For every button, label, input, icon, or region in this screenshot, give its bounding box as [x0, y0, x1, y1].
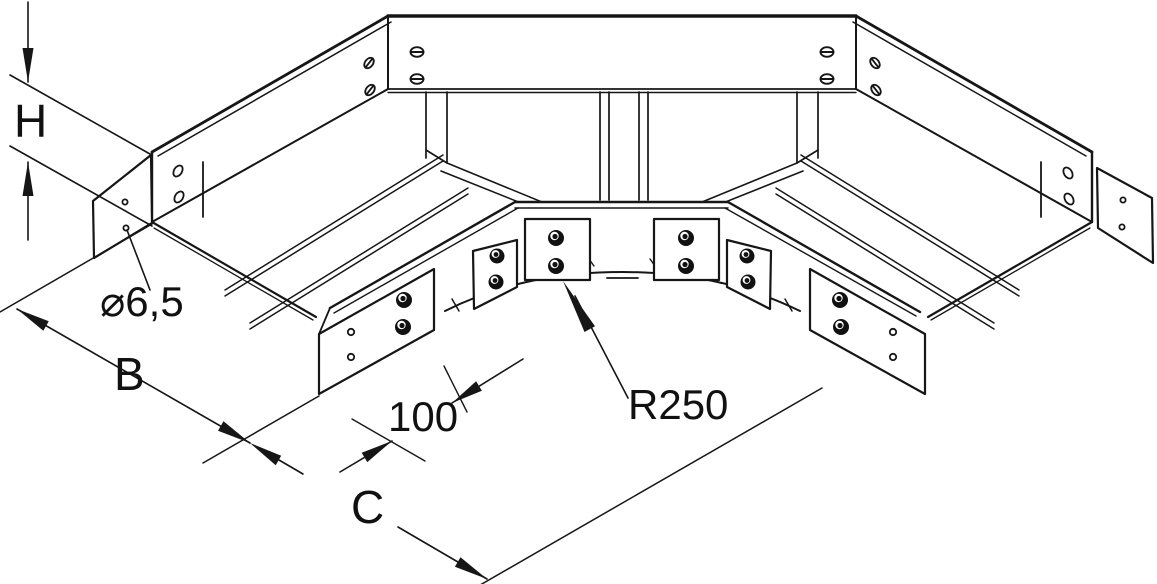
screw-icon — [870, 83, 882, 97]
width-dimension-label: B — [114, 348, 145, 400]
plate-left-angled — [471, 238, 519, 311]
overall-length-label: C — [351, 481, 384, 533]
screw-icon — [409, 46, 425, 58]
bolt — [678, 230, 694, 246]
bolt — [739, 248, 755, 264]
bolt — [396, 292, 412, 308]
bolt — [832, 292, 848, 308]
height-dimension-label: H — [14, 95, 47, 147]
bolt — [488, 274, 504, 290]
dimension-c: C — [351, 387, 823, 584]
wall-screws — [363, 46, 882, 97]
outer-wall-faces — [152, 16, 1092, 317]
plate-center-right — [652, 217, 721, 282]
bolt — [395, 319, 411, 335]
left-end-flange — [91, 153, 154, 260]
bolt — [833, 319, 849, 335]
radius-callout: R250 — [563, 281, 728, 428]
bolt — [489, 248, 505, 264]
bolt — [548, 230, 564, 246]
screw-icon — [363, 56, 375, 70]
plate-center-left — [523, 217, 592, 282]
dimension-100: 100 — [339, 358, 524, 473]
bolt — [678, 258, 694, 274]
hole-diameter-callout: ⌀6,5 — [100, 229, 184, 325]
dimension-b: B — [0, 223, 320, 475]
screw-icon — [364, 83, 376, 97]
screw-icon — [819, 73, 835, 85]
screw-icon — [819, 46, 835, 58]
inner-radius-label: R250 — [628, 381, 728, 428]
arm-end-faces — [150, 220, 1094, 321]
plate-right-angled — [725, 238, 773, 311]
end-flanges — [91, 153, 1155, 265]
dimension-h: H — [9, 1, 153, 241]
slot-hole — [173, 190, 185, 204]
screw-icon — [409, 73, 425, 85]
slot-hole — [1062, 166, 1074, 180]
hole-diameter-label: ⌀6,5 — [100, 278, 184, 325]
right-end-flange — [1095, 166, 1155, 265]
bolt-heads — [395, 230, 849, 335]
screw-icon — [869, 56, 881, 70]
bolt — [740, 274, 756, 290]
flange-holes — [121, 196, 1127, 232]
bolt — [548, 258, 564, 274]
slot-hole — [1063, 192, 1075, 206]
slot-hole — [172, 164, 184, 178]
outer-wall-edges — [150, 14, 1094, 224]
plate-holes — [346, 327, 898, 362]
tangent-length-label: 100 — [388, 393, 458, 440]
wall-end-slotted-holes — [172, 164, 1075, 206]
